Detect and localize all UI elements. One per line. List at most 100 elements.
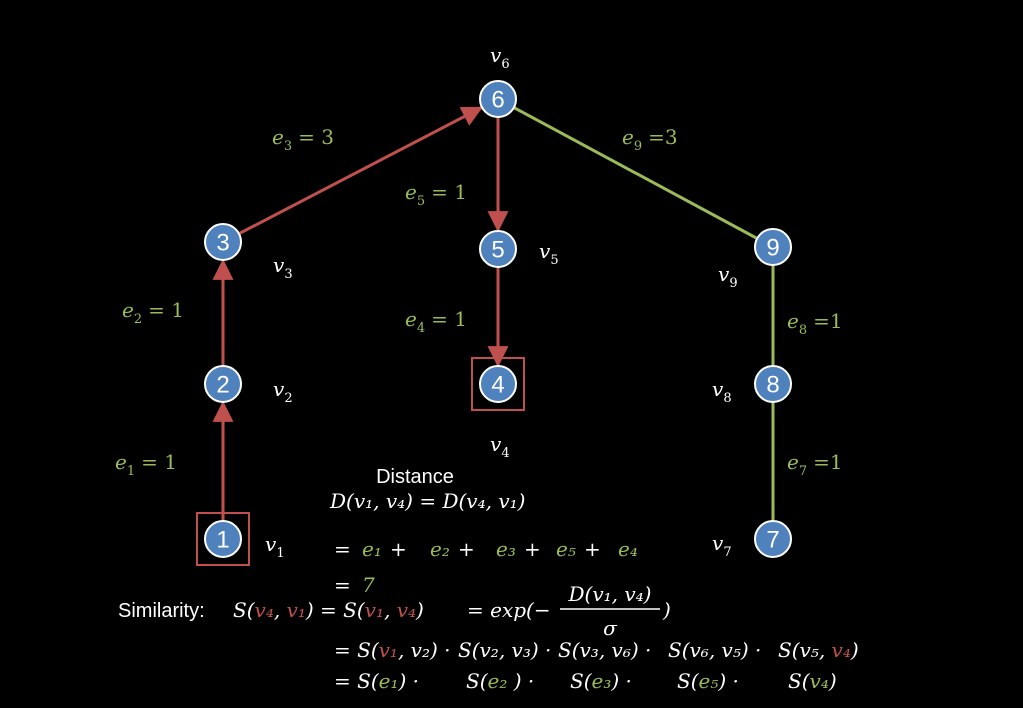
post: ) · <box>610 669 632 693</box>
pre: S(v₂, v₃) · <box>458 638 551 662</box>
sim-line3-part-5: S(v₄) <box>788 669 837 693</box>
node-label-v7: v7 <box>712 531 732 560</box>
edge-label-e4: e4= 1 <box>405 307 467 336</box>
edge-label-e8: e8=1 <box>787 309 843 338</box>
edge-name: e <box>122 298 134 322</box>
sim-line3-part-4: S(e₅) · <box>677 669 739 693</box>
var: v <box>273 377 285 401</box>
sub: 9 <box>729 276 737 291</box>
sub: 6 <box>501 57 509 72</box>
green: e₂ <box>488 669 508 693</box>
highlight-boxes <box>196 357 525 566</box>
node-circle <box>479 365 517 403</box>
sim-v1-red: v₁ <box>287 598 306 622</box>
node-number: 8 <box>766 372 779 399</box>
edge-eq: =1 <box>813 450 842 474</box>
term-symbol: e₄ <box>618 537 638 561</box>
node-number: 9 <box>766 235 779 262</box>
node-3: 3 <box>204 223 242 261</box>
sim-line2-part-5: S(v₅, v₄) <box>778 638 859 662</box>
edge-sub: 4 <box>417 321 425 336</box>
edge-name: e <box>115 450 127 474</box>
node-1: 1 <box>204 520 242 558</box>
node-label-v9: v9 <box>718 262 738 291</box>
highlight-box-node-1 <box>196 512 250 566</box>
sim-line2-part-3: S(v₃, v₆) · <box>558 638 651 662</box>
sub: 3 <box>284 267 292 282</box>
sim-v4-red: v₄ <box>255 598 274 622</box>
edge-label-e7: e7=1 <box>787 450 843 479</box>
edge-name: e <box>622 125 634 149</box>
distance-terms: e₁+e₂+e₃+e₅+e₄ <box>362 537 638 561</box>
red: v₄ <box>832 638 851 662</box>
sim-exp-close: ) <box>662 598 671 622</box>
term-operator: + <box>458 537 475 561</box>
node-label-v4: v4 <box>490 432 510 461</box>
sub: 4 <box>501 446 509 461</box>
node-9: 9 <box>754 228 792 266</box>
edge-eq: = 3 <box>298 125 334 149</box>
pre: S( <box>677 669 700 693</box>
edge-sub: 3 <box>284 139 292 154</box>
sim-v1b-red: v₁ <box>365 598 384 622</box>
edge-eq: = 1 <box>431 180 467 204</box>
node-number: 3 <box>216 230 229 257</box>
sim-s-open: S( <box>233 598 256 622</box>
sim-line3-part-3: S(e₃) · <box>570 669 632 693</box>
pre: = S( <box>334 669 380 693</box>
red: v₁ <box>379 638 398 662</box>
distance-term-4: e₅+ <box>556 537 601 561</box>
post: ) · <box>507 669 534 693</box>
distance-term-2: e₂+ <box>430 537 475 561</box>
sim-v4b-red: v₄ <box>397 598 416 622</box>
node-8: 8 <box>754 365 792 403</box>
node-label-v8: v8 <box>712 377 732 406</box>
edges-layer <box>212 106 775 521</box>
sub: 1 <box>276 546 284 561</box>
post: ) · <box>717 669 739 693</box>
sim-close: ) <box>415 598 424 622</box>
similarity-line2: = S(v₁, v₂) ·S(v₂, v₃) ·S(v₃, v₆) ·S(v₆,… <box>334 638 859 662</box>
pre: = S( <box>334 638 380 662</box>
edge-name: e <box>272 125 284 149</box>
pre: S(v₆, v₅) · <box>668 638 761 662</box>
green: v₄ <box>810 669 829 693</box>
node-5: 5 <box>479 230 517 268</box>
node-number: 2 <box>216 372 229 399</box>
term-symbol: e₅ <box>556 537 576 561</box>
node-circle <box>479 80 517 118</box>
var: v <box>712 531 724 555</box>
sim-eq-s-open: ) = S( <box>305 598 366 622</box>
var: v <box>490 43 502 67</box>
edge-label-e3: e3 = 3 <box>272 125 334 154</box>
green: e₃ <box>592 669 612 693</box>
node-circle <box>754 365 792 403</box>
green: e₅ <box>699 669 719 693</box>
var: v <box>539 239 551 263</box>
distance-lhs: D(v₁, v₄) = D(v₄, v₁) <box>329 489 525 513</box>
var: v <box>490 432 502 456</box>
node-6: 6 <box>479 80 517 118</box>
distance-term-3: e₃+ <box>496 537 541 561</box>
node-number: 7 <box>766 527 779 554</box>
pre: S( <box>570 669 593 693</box>
edge-eq: = 1 <box>431 307 467 331</box>
edge-sub: 8 <box>799 323 807 338</box>
var: v <box>273 253 285 277</box>
edge-label-e2: e2= 1 <box>122 298 184 327</box>
pre: S(v₅, <box>778 638 832 662</box>
sim-frac-denominator: σ <box>603 616 618 640</box>
edge-sub: 1 <box>127 464 135 479</box>
node-number: 5 <box>491 237 504 264</box>
similarity-line3: = S(e₁) ·S(e₂ ) ·S(e₃) ·S(e₅) ·S(v₄) <box>334 669 837 693</box>
pre: S( <box>788 669 811 693</box>
var: v <box>712 377 724 401</box>
formula-block: Distance D(v₁, v₄) = D(v₄, v₁) = e₁+e₂+e… <box>118 466 859 693</box>
var: v <box>265 532 277 556</box>
node-circle <box>754 520 792 558</box>
node-circle <box>204 223 242 261</box>
node-label-v2: v2 <box>273 377 293 406</box>
node-7: 7 <box>754 520 792 558</box>
edge-name: e <box>787 309 799 333</box>
